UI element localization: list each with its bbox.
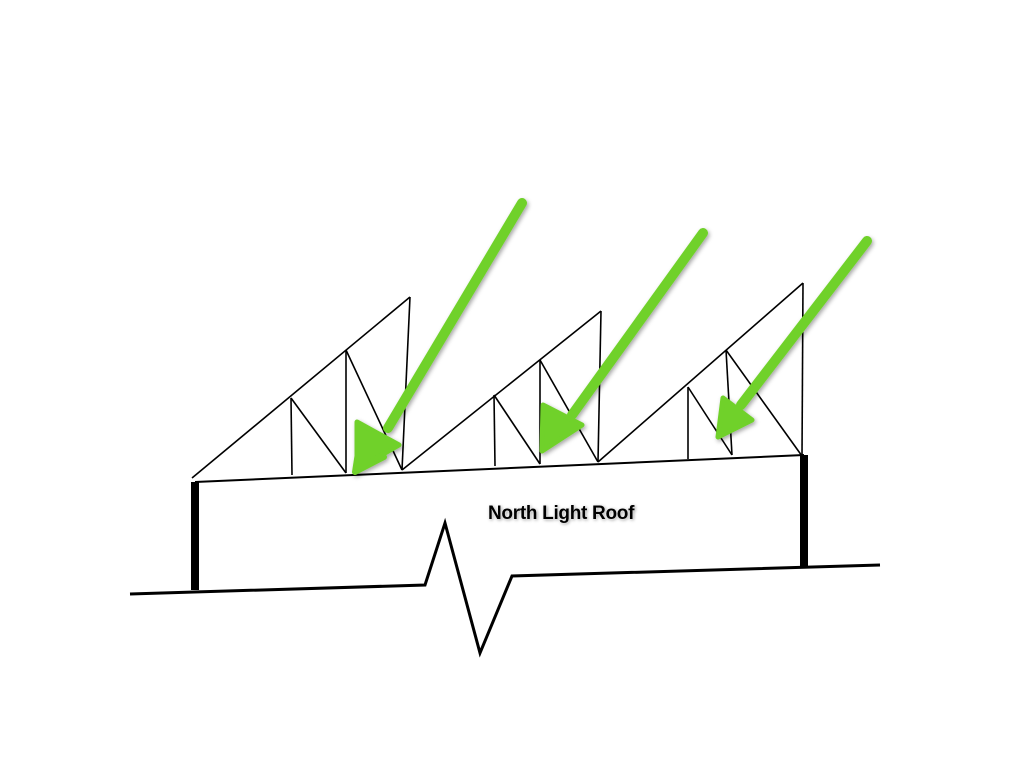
ground-line <box>129 517 881 658</box>
sunlight-arrow-2 <box>539 228 708 454</box>
truss-2 <box>401 310 602 471</box>
truss-3 <box>597 282 804 463</box>
roof-bottom-chord <box>194 454 805 483</box>
sunlight-arrow-1 <box>352 198 527 475</box>
sunlight-arrow-3 <box>715 236 872 440</box>
sunlight-arrows <box>352 198 872 475</box>
diagram-label: North Light Roof <box>488 503 635 524</box>
truss-1 <box>191 296 411 479</box>
